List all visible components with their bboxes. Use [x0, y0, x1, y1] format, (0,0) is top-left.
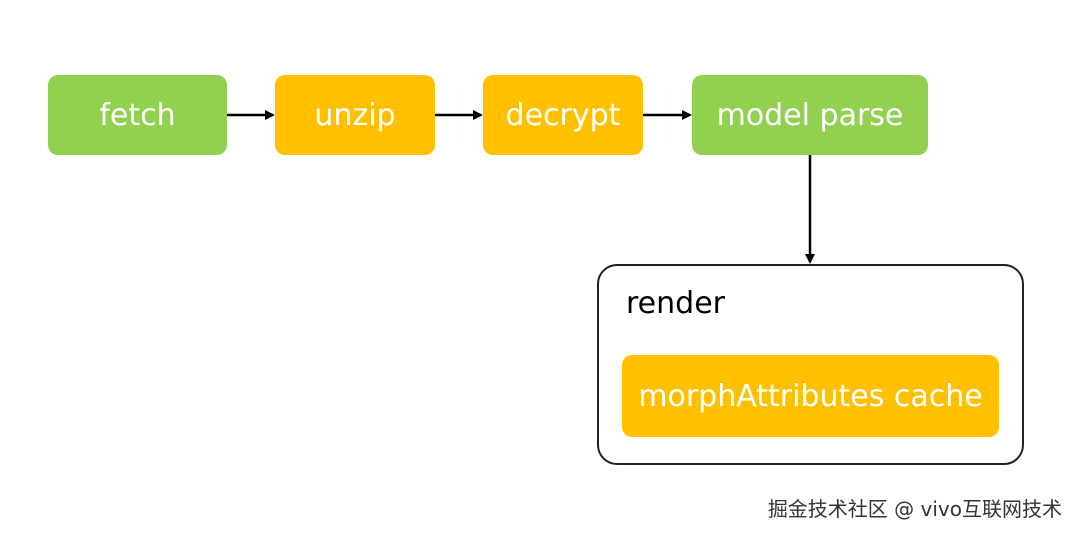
node-decrypt: decrypt — [483, 75, 643, 155]
node-model-parse: model parse — [692, 75, 928, 155]
node-decrypt-label: decrypt — [505, 97, 621, 133]
node-unzip: unzip — [275, 75, 435, 155]
watermark: 掘金技术社区 @ vivo互联网技术 — [767, 497, 1062, 521]
render-container: render morphAttributes cache — [597, 264, 1024, 465]
render-title: render — [626, 286, 725, 321]
node-morph-attributes-cache: morphAttributes cache — [622, 355, 999, 437]
node-model-parse-label: model parse — [716, 97, 904, 133]
node-morph-attributes-cache-label: morphAttributes cache — [638, 378, 983, 414]
node-fetch: fetch — [48, 75, 227, 155]
node-fetch-label: fetch — [99, 97, 176, 133]
node-unzip-label: unzip — [314, 97, 396, 133]
